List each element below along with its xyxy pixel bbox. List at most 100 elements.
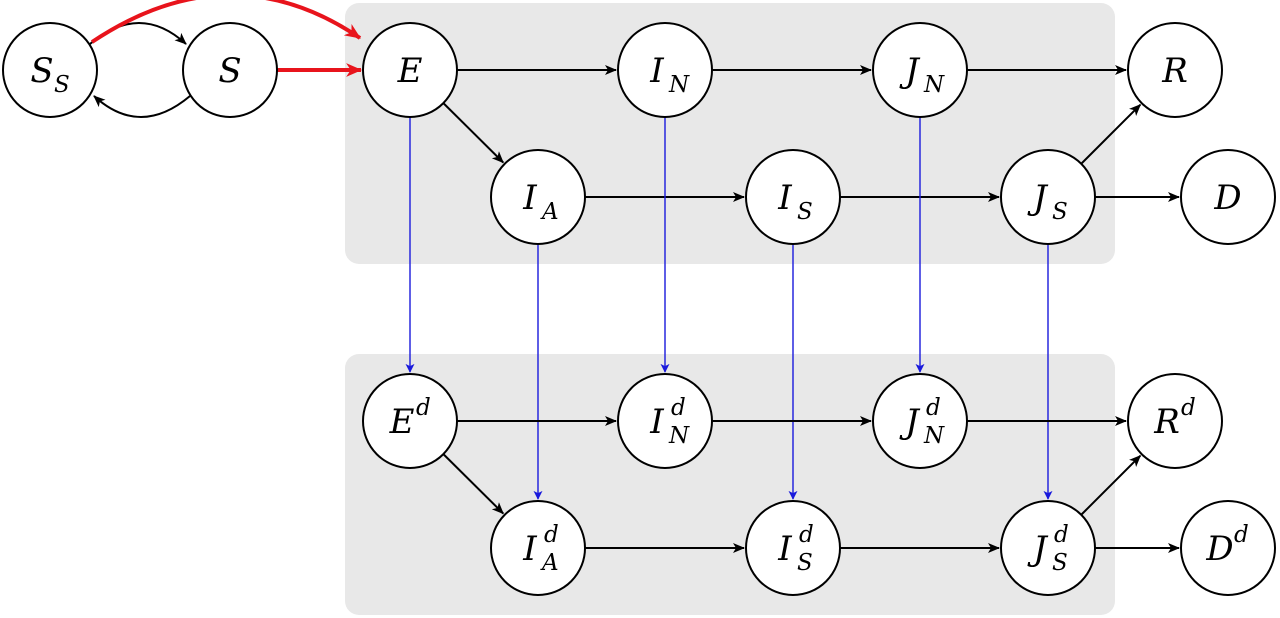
node-main-letter: J [1027,529,1049,569]
node-main-letter: I [649,402,664,442]
node-main-letter: S [218,51,241,91]
node-circle [1180,149,1276,245]
node-superscript: d [926,395,941,421]
node-superscript: d [799,522,814,548]
node-label: I [522,529,537,569]
node-superscript: d [544,522,559,548]
node-main-letter: E [397,51,423,91]
node-circle [2,22,98,118]
node-subscript: S [1052,199,1068,225]
node-main-letter: D [1205,529,1233,569]
edge-E-to-IA [442,102,504,164]
node-label: S [30,51,53,91]
node-main-letter: I [777,529,792,569]
node-main-letter: J [899,402,921,442]
undetected-group-box [345,3,1115,264]
edge-S-to-SS [93,95,191,118]
node-circle [617,373,713,469]
node-circle [1127,373,1223,469]
node-main-letter: D [1213,178,1241,218]
node-label: D [1205,529,1233,569]
node-subscript: S [54,72,70,98]
node-circle [362,22,458,118]
node-label: R [1153,402,1180,442]
node-main-letter: E [389,402,415,442]
node-label: J [899,51,921,91]
node-label: S [218,51,241,91]
node-superscript: d [1234,522,1249,548]
node-subscript: A [540,550,559,576]
node-circle [362,373,458,469]
node-subscript: S [797,550,813,576]
node-superscript: d [1181,395,1196,421]
node-main-letter: R [1161,51,1188,91]
node-label: J [899,402,921,442]
node-circle [872,373,968,469]
node-label: D [1213,178,1241,218]
node-circle [617,22,713,118]
edge-SS-to-E [90,0,362,44]
node-circle [490,149,586,245]
node-circle [745,149,841,245]
node-S: S [182,22,278,118]
node-circle [745,500,841,596]
node-subscript: S [797,199,813,225]
node-subscript: S [1052,550,1068,576]
node-circle [1000,149,1096,245]
node-circle [872,22,968,118]
detected-group-box [345,354,1115,615]
node-label: I [649,51,664,91]
node-circle [1180,500,1276,596]
node-D: D [1180,149,1276,245]
node-main-letter: I [522,529,537,569]
node-label: J [1027,529,1049,569]
node-E: E [362,22,458,118]
edge-JSd-to-Rd [1080,454,1142,516]
node-subscript: N [923,423,945,449]
node-superscript: d [1054,522,1069,548]
node-main-letter: R [1153,402,1180,442]
node-main-letter: I [649,51,664,91]
node-superscript: d [416,395,431,421]
node-label: E [389,402,415,442]
node-circle [490,500,586,596]
node-subscript: N [668,72,690,98]
node-label: I [522,178,537,218]
node-label: R [1161,51,1188,91]
edge-Ed-to-IAd [442,453,504,515]
node-subscript: N [923,72,945,98]
node-label: I [649,402,664,442]
node-label: I [777,178,792,218]
node-main-letter: J [1027,178,1049,218]
node-main-letter: J [899,51,921,91]
node-superscript: d [671,395,686,421]
node-main-letter: S [30,51,53,91]
node-label: E [397,51,423,91]
node-subscript: A [540,199,559,225]
node-label: J [1027,178,1049,218]
edge-layer [89,0,1180,553]
node-R: R [1127,22,1223,118]
node-label: I [777,529,792,569]
node-main-letter: I [522,178,537,218]
node-main-letter: I [777,178,792,218]
node-subscript: N [668,423,690,449]
node-circle [182,22,278,118]
node-circle [1127,22,1223,118]
group-layer [345,3,1115,615]
